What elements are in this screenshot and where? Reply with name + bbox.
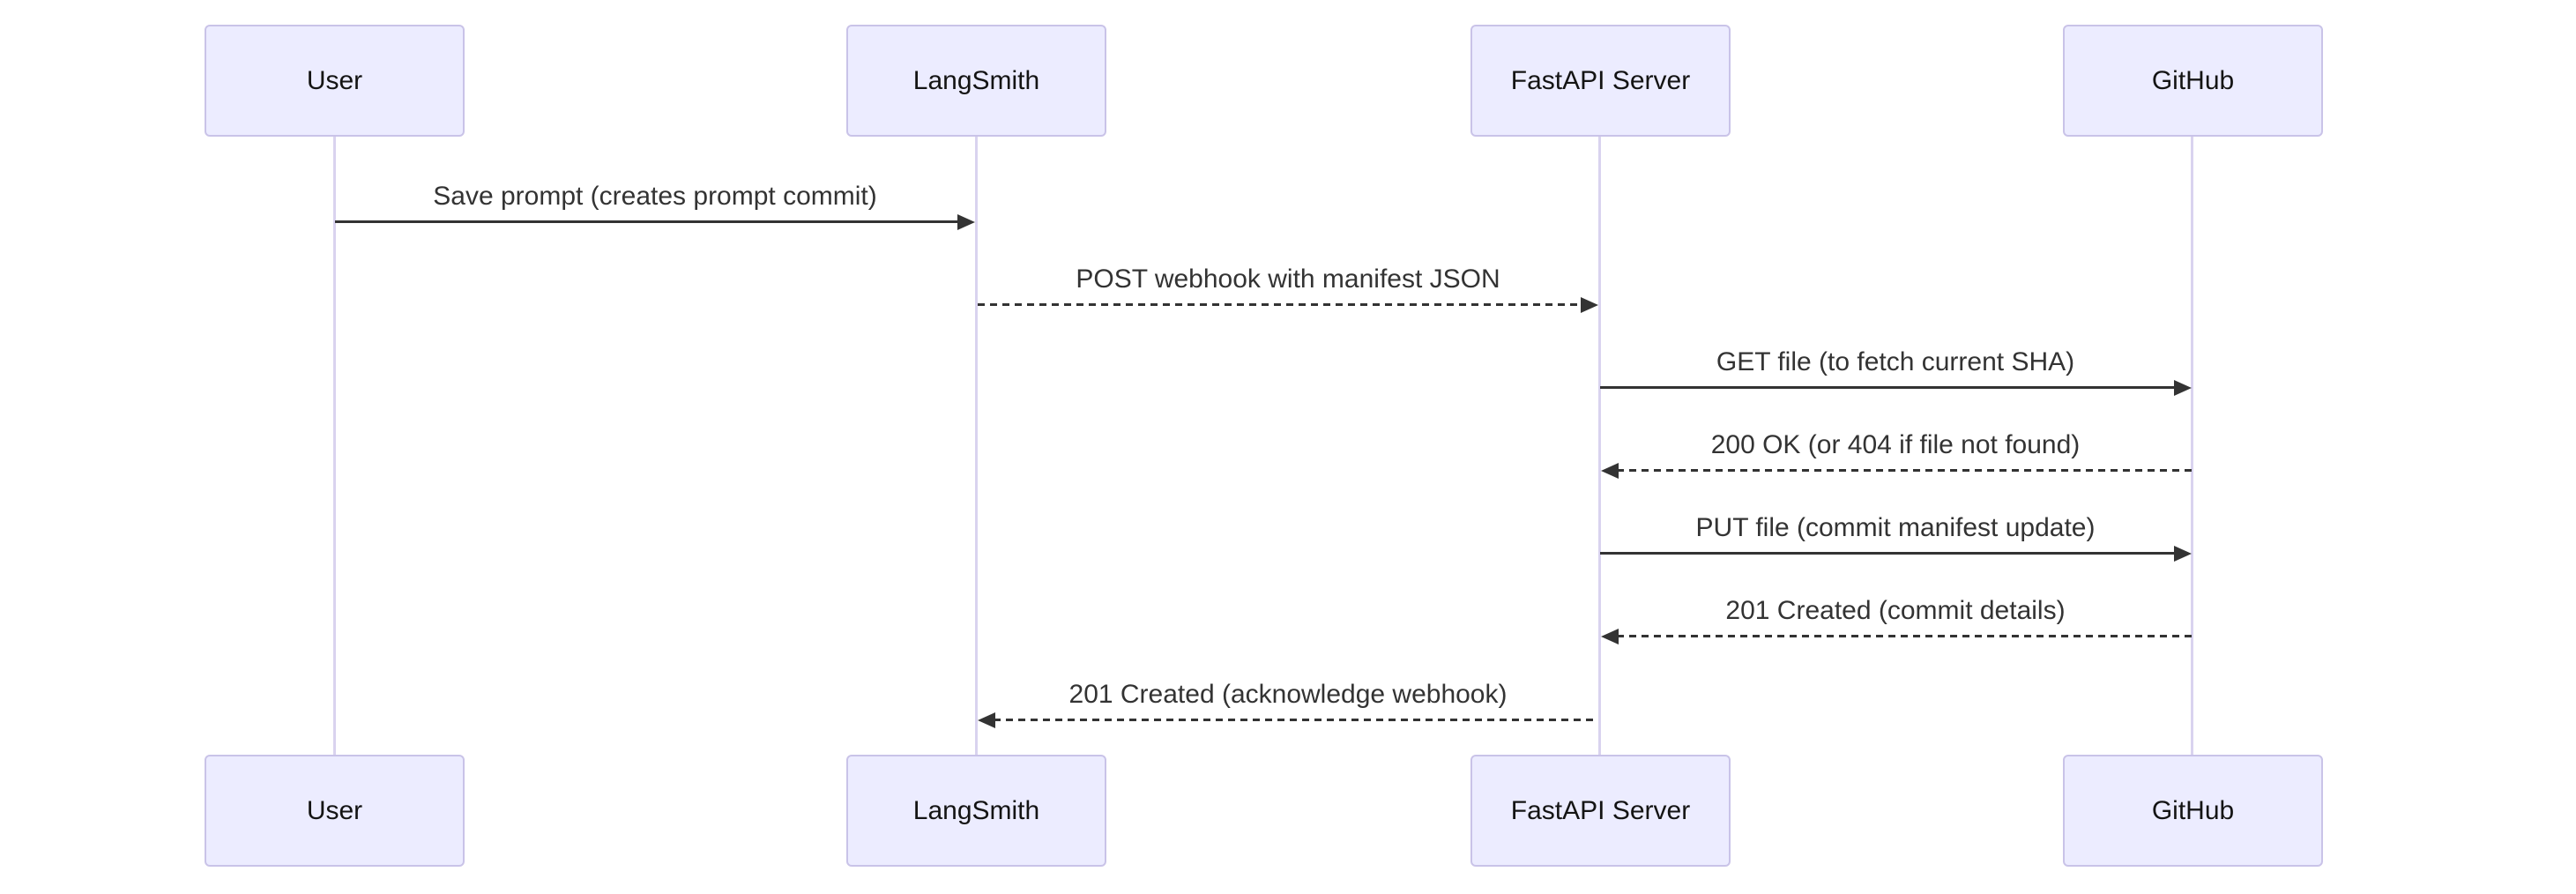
message-label-post-webhook: POST webhook with manifest JSON [1076, 264, 1500, 294]
actor-top-fastapi-server: FastAPI Server [1470, 25, 1731, 137]
arrowhead-right-icon [1581, 297, 1598, 313]
message-line-201-commit-details [1617, 635, 2192, 637]
message-label-put-file: PUT file (commit manifest update) [1695, 513, 2096, 542]
message-label-get-file: GET file (to fetch current SHA) [1716, 347, 2075, 376]
lifeline-fastapi-server [1598, 137, 1601, 755]
lifeline-langsmith [975, 137, 978, 755]
actor-top-github: GitHub [2063, 25, 2323, 137]
message-line-200-ok [1617, 469, 2192, 472]
message-line-post-webhook [978, 303, 1582, 306]
actor-top-langsmith: LangSmith [846, 25, 1106, 137]
arrowhead-left-icon [978, 712, 995, 728]
message-label-201-commit-details: 201 Created (commit details) [1725, 596, 2066, 625]
message-label-save-prompt: Save prompt (creates prompt commit) [433, 182, 877, 211]
message-label-200-ok: 200 OK (or 404 if file not found) [1710, 430, 2081, 459]
arrowhead-right-icon [957, 214, 975, 230]
lifeline-github [2191, 137, 2193, 755]
arrowhead-right-icon [2174, 546, 2192, 562]
lifeline-user [333, 137, 336, 755]
arrowhead-right-icon [2174, 380, 2192, 396]
message-label-201-ack-webhook: 201 Created (acknowledge webhook) [1068, 680, 1508, 709]
actor-bottom-user: User [205, 755, 465, 867]
actor-top-user: User [205, 25, 465, 137]
actor-bottom-fastapi-server: FastAPI Server [1470, 755, 1731, 867]
arrowhead-left-icon [1601, 463, 1619, 479]
message-line-201-ack-webhook [994, 719, 1598, 721]
actor-bottom-langsmith: LangSmith [846, 755, 1106, 867]
arrowhead-left-icon [1601, 629, 1619, 644]
message-line-get-file [1600, 386, 2176, 389]
message-line-put-file [1600, 552, 2176, 555]
message-line-save-prompt [335, 220, 959, 223]
actor-bottom-github: GitHub [2063, 755, 2323, 867]
